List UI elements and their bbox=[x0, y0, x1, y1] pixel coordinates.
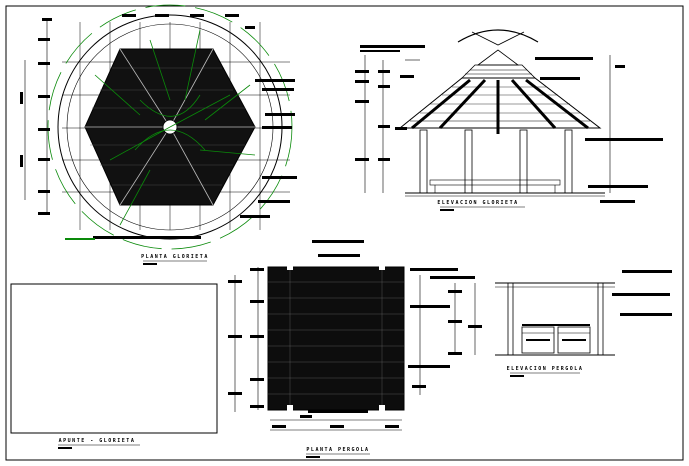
caption-elevation-gazebo: ELEVACION GLORIETA bbox=[437, 200, 518, 206]
gazebo-plan bbox=[20, 4, 297, 250]
caption-apunte: APUNTE - GLORIETA bbox=[59, 438, 136, 444]
caption-plan-gazebo: PLANTA GLORIETA bbox=[141, 254, 209, 260]
sheet-border bbox=[5, 5, 684, 461]
gazebo-elevation-labels bbox=[355, 45, 663, 203]
apunte-frame bbox=[10, 283, 218, 434]
caption-plan-pergola: PLANTA PERGOLA bbox=[306, 447, 369, 453]
caption-elevation-pergola: ELEVACION PERGOLA bbox=[507, 366, 584, 372]
pergola-elevation-labels bbox=[430, 270, 672, 355]
pergola-plan bbox=[228, 240, 458, 431]
pergola-elevation bbox=[454, 282, 615, 356]
gazebo-elevation bbox=[364, 29, 611, 197]
